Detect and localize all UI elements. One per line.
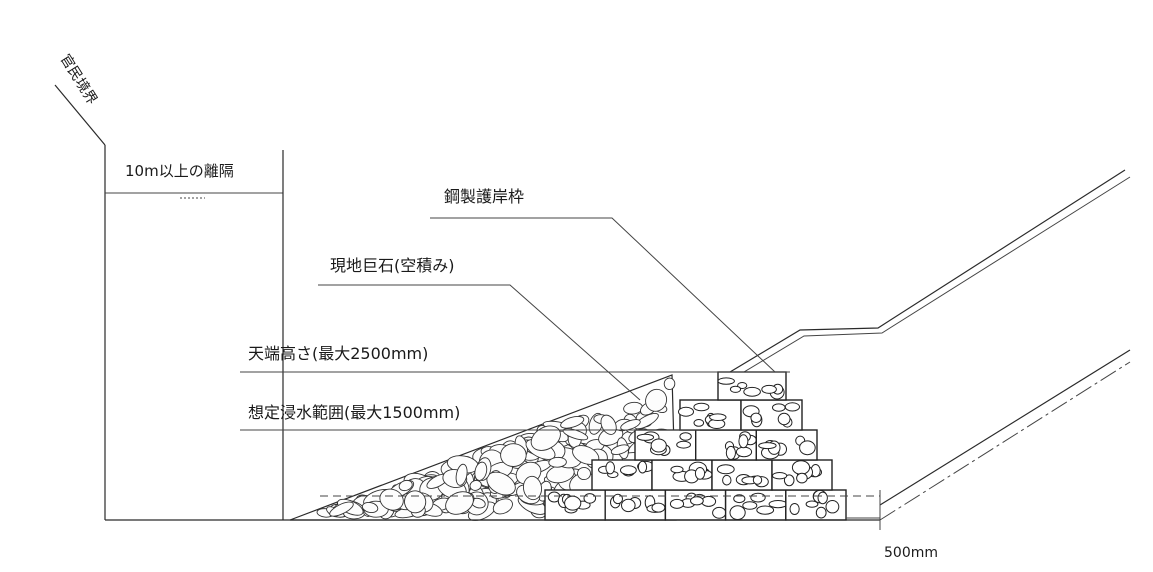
boulder-stone bbox=[620, 419, 641, 431]
frame-stone bbox=[742, 501, 758, 510]
boulder-stone bbox=[404, 490, 427, 514]
frame-stone bbox=[669, 498, 685, 509]
boulder-stone bbox=[560, 415, 585, 429]
frame-stone bbox=[772, 403, 786, 412]
boulder-stone bbox=[474, 461, 488, 481]
frame-stone bbox=[761, 384, 777, 394]
frame-stone bbox=[738, 434, 749, 449]
base-width-label: 500mm bbox=[884, 545, 938, 561]
frame-stone bbox=[716, 464, 735, 475]
boulders-label: 現地巨石(空積み) bbox=[330, 256, 455, 275]
frame-stone bbox=[712, 506, 727, 519]
steel-frame-label: 鋼製護岸枠 bbox=[444, 187, 524, 206]
frame-stone bbox=[756, 505, 775, 515]
frame-stone bbox=[690, 496, 704, 506]
frame-stone bbox=[825, 500, 840, 514]
boundary-marker bbox=[54, 84, 290, 521]
crest-height-label: 天端高さ(最大2500mm) bbox=[248, 344, 428, 363]
frame-stone bbox=[670, 465, 684, 474]
boundary-label: 官民境界 bbox=[57, 52, 100, 108]
frame-stone bbox=[735, 446, 753, 458]
separation-dimension bbox=[105, 150, 284, 520]
lower-slope bbox=[879, 349, 1131, 521]
upper-slope bbox=[719, 169, 1131, 385]
boulder-stone bbox=[645, 388, 668, 412]
frame-stone bbox=[783, 474, 795, 487]
boulder-stone bbox=[329, 501, 354, 517]
boulder-stone bbox=[522, 475, 543, 501]
frame-stone bbox=[777, 412, 791, 426]
level-lines bbox=[240, 371, 790, 431]
frame-stone bbox=[679, 432, 692, 441]
frame-stone bbox=[799, 440, 816, 456]
frame-stone bbox=[605, 461, 616, 475]
frame-stone bbox=[729, 385, 742, 393]
frame-stone bbox=[784, 402, 801, 412]
frame-stone bbox=[725, 445, 737, 460]
frame-stone bbox=[621, 498, 636, 513]
frame-stone bbox=[651, 502, 666, 513]
frame-stone bbox=[729, 505, 746, 520]
frame-stone bbox=[620, 465, 637, 476]
frame-stone bbox=[796, 472, 808, 484]
boulder-stone bbox=[379, 488, 404, 511]
frame-stone bbox=[583, 493, 597, 504]
separation-label: 10m以上の離隔 bbox=[125, 162, 234, 180]
frame-stone bbox=[612, 493, 624, 505]
boulder-stone bbox=[361, 501, 379, 514]
frame-stone bbox=[805, 500, 819, 508]
frame-stone bbox=[678, 406, 694, 417]
frame-stone bbox=[817, 491, 828, 505]
boulder-stone bbox=[663, 377, 676, 391]
frame-stone bbox=[650, 438, 667, 453]
frame-stone bbox=[564, 495, 582, 511]
frame-stone bbox=[693, 419, 705, 427]
frame-stone bbox=[772, 472, 788, 480]
boulder-stone bbox=[577, 466, 591, 481]
frame-stone bbox=[709, 413, 727, 422]
frame-stone bbox=[737, 382, 748, 389]
frame-stone bbox=[750, 412, 762, 423]
frame-stone bbox=[733, 494, 746, 504]
frame-stone bbox=[791, 460, 811, 475]
boulder-stone bbox=[445, 491, 474, 515]
frame-stone bbox=[743, 386, 761, 397]
boulder-stone bbox=[610, 444, 630, 455]
boulder-stone bbox=[398, 479, 413, 492]
frame-stone bbox=[717, 377, 735, 385]
frame-stone bbox=[636, 433, 655, 441]
boulder-stone bbox=[492, 498, 513, 515]
frame-stone bbox=[752, 475, 763, 485]
frame-stone bbox=[676, 440, 691, 449]
ground-line bbox=[290, 490, 881, 530]
frame-stone bbox=[693, 402, 710, 412]
frame-stone bbox=[815, 506, 827, 519]
frame-stone bbox=[789, 503, 800, 515]
frame-stone bbox=[694, 467, 706, 480]
frame-stone bbox=[750, 492, 766, 503]
frame-stone bbox=[722, 474, 732, 486]
steel-frame-blocks bbox=[544, 371, 847, 521]
flood-range-label: 想定浸水範囲(最大1500mm) bbox=[248, 403, 460, 422]
boulder-stone bbox=[500, 443, 527, 467]
frame-stone bbox=[768, 500, 788, 509]
frame-stone bbox=[758, 442, 777, 450]
boulder-stone bbox=[469, 479, 482, 491]
boulder-stone bbox=[548, 456, 567, 468]
leader-lines bbox=[318, 217, 776, 401]
boulder-stone bbox=[455, 463, 468, 486]
frame-stone bbox=[637, 460, 648, 474]
